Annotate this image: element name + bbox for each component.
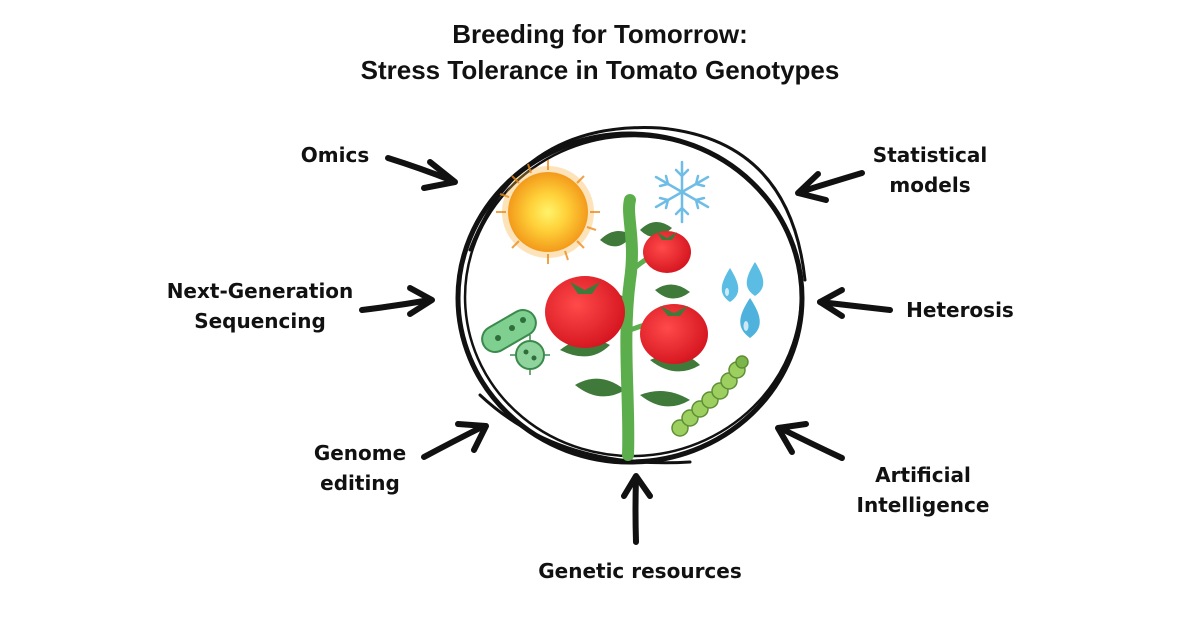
label-heterosis: Heterosis bbox=[895, 295, 1025, 325]
label-genome-line-1: Genome bbox=[313, 441, 407, 465]
arrow-genome-editing bbox=[421, 421, 489, 460]
label-genetic-resources-text: Genetic resources bbox=[538, 559, 742, 583]
label-ai-line-2: Intelligence bbox=[856, 493, 990, 517]
tomato-plant-icon bbox=[545, 194, 708, 461]
label-statistical-models: Statistical models bbox=[855, 140, 1005, 200]
label-stat-line-2: models bbox=[889, 173, 971, 197]
label-heterosis-text: Heterosis bbox=[906, 298, 1014, 322]
arrow-artificial-intelligence bbox=[775, 421, 845, 461]
label-omics-text: Omics bbox=[300, 143, 370, 167]
label-ngs-line-1: Next-Generation bbox=[166, 279, 354, 303]
sun-icon bbox=[496, 160, 600, 264]
label-genetic-resources: Genetic resources bbox=[520, 556, 760, 586]
central-circle bbox=[455, 126, 807, 465]
label-ngs-line-2: Sequencing bbox=[194, 309, 326, 333]
label-genome-line-2: editing bbox=[320, 471, 400, 495]
label-genome-editing: Genome editing bbox=[295, 438, 425, 498]
arrows bbox=[359, 155, 893, 545]
label-ai-line-1: Artificial bbox=[875, 463, 971, 487]
label-omics: Omics bbox=[290, 140, 380, 170]
water-drops-icon bbox=[721, 262, 764, 338]
label-next-generation-sequencing: Next-Generation Sequencing bbox=[150, 276, 370, 336]
label-stat-line-1: Statistical bbox=[872, 143, 988, 167]
label-artificial-intelligence: Artificial Intelligence bbox=[838, 460, 1008, 520]
arrow-genetic-resources bbox=[621, 473, 653, 545]
arrow-heterosis bbox=[817, 287, 893, 319]
title-line-1: Breeding for Tomorrow: bbox=[452, 19, 748, 49]
arrow-statistical-models bbox=[795, 170, 865, 203]
arrow-omics bbox=[385, 155, 458, 191]
snowflake-icon bbox=[654, 160, 710, 224]
title-line-2: Stress Tolerance in Tomato Genotypes bbox=[360, 55, 840, 85]
arrow-ngs bbox=[359, 285, 435, 317]
caterpillar-icon bbox=[671, 355, 749, 437]
diagram-title: Breeding for Tomorrow: Stress Tolerance … bbox=[0, 16, 1200, 88]
microbe-icon bbox=[481, 309, 550, 375]
